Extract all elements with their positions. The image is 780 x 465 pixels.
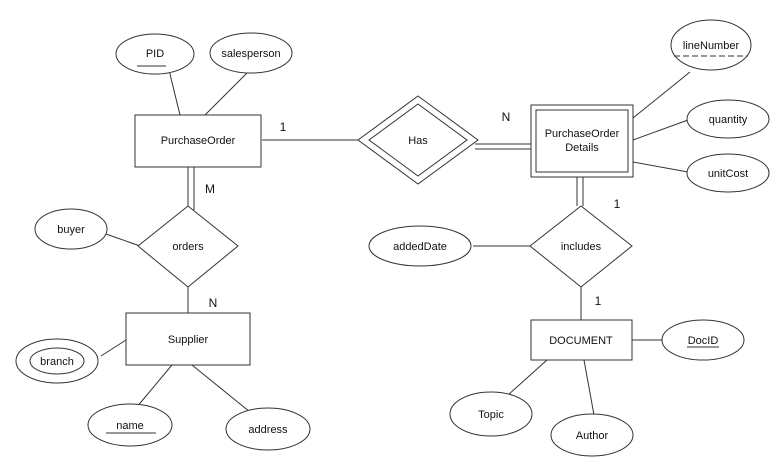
relationship-has-inner [368, 103, 468, 177]
entity-purchase-order [134, 114, 262, 168]
attribute-author-label: Author [576, 430, 609, 442]
relationship-orders-label: orders [172, 241, 204, 253]
attribute-doc-id-label: DocID [688, 335, 719, 347]
entity-purchase-order-details-label-line2: Details [565, 142, 599, 154]
entity-supplier [125, 312, 251, 366]
attribute-topic [449, 391, 533, 437]
entity-purchase-order-details-label-line1: PurchaseOrder [545, 128, 620, 140]
attribute-line-number [670, 19, 752, 71]
attribute-name [87, 403, 173, 447]
attribute-added-date-label: addedDate [393, 241, 447, 253]
attribute-salesperson-label: salesperson [221, 48, 280, 60]
attribute-address-label: address [248, 424, 288, 436]
attribute-buyer [34, 208, 108, 250]
attribute-unit-cost [686, 153, 770, 193]
relationship-has-label: Has [408, 135, 428, 147]
connector-lines [100, 65, 691, 416]
attribute-unit-cost-label: unitCost [708, 168, 748, 180]
cardinality-includes-document: 1 [595, 294, 602, 308]
attribute-name-label: name [116, 420, 144, 432]
relationship-includes [529, 205, 633, 288]
entity-purchase-order-details-inner [535, 109, 629, 173]
cardinality-includes-details: 1 [614, 197, 621, 211]
attribute-buyer-label: buyer [57, 224, 85, 236]
attribute-address [225, 407, 311, 451]
cardinality-orders-supplier: N [209, 296, 218, 310]
cardinality-orders-purchase-order: M [205, 182, 215, 196]
cardinality-has-details: N [502, 110, 511, 124]
attribute-salesperson [209, 32, 293, 74]
cardinality-has-purchase-order: 1 [280, 120, 287, 134]
attribute-author [550, 413, 634, 457]
attribute-branch-inner [29, 347, 85, 375]
attribute-added-date [368, 225, 472, 267]
attribute-doc-id [661, 319, 745, 361]
relationship-includes-label: includes [561, 241, 602, 253]
entity-document [530, 319, 633, 361]
attribute-quantity [686, 99, 770, 139]
attribute-branch-label: branch [40, 356, 74, 368]
attribute-pid-label: PID [146, 48, 164, 60]
relationship-orders [137, 205, 239, 288]
attribute-line-number-label: lineNumber [683, 40, 740, 52]
attribute-pid [115, 33, 195, 75]
entity-purchase-order-label: PurchaseOrder [161, 135, 236, 147]
attribute-topic-label: Topic [478, 409, 504, 421]
attribute-quantity-label: quantity [709, 114, 748, 126]
entity-supplier-label: Supplier [168, 334, 209, 346]
entity-document-label: DOCUMENT [549, 335, 613, 347]
